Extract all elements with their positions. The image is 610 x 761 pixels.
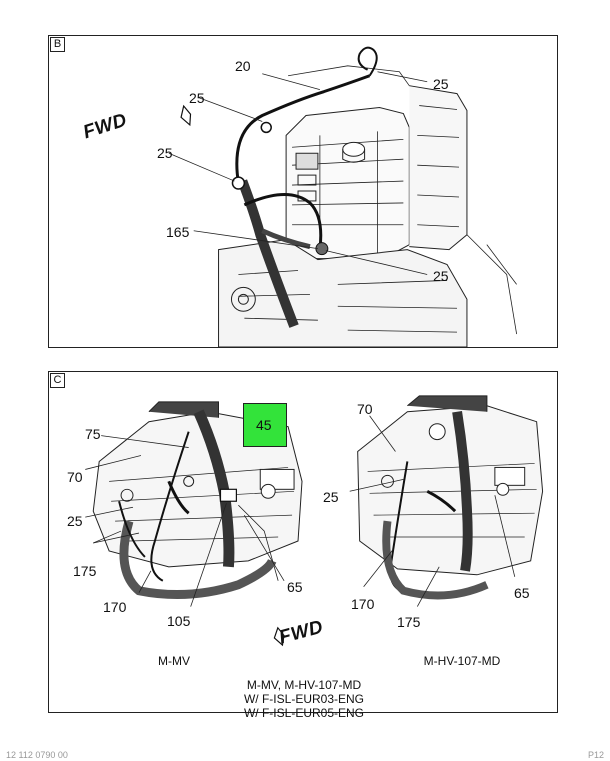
- view-c-letter: C: [50, 373, 65, 388]
- callout-25-right: 25: [323, 489, 339, 505]
- callout-70-right: 70: [357, 401, 373, 417]
- engine-body-b: [218, 65, 518, 347]
- callout-25-lower-right: 25: [433, 268, 449, 284]
- harness-c-right: [382, 410, 489, 600]
- view-b-letter: B: [50, 37, 65, 52]
- callout-25-middle: 25: [157, 145, 173, 161]
- callout-170-right: 170: [351, 596, 375, 612]
- callout-175-right: 175: [397, 614, 421, 630]
- callout-25-upper: 25: [189, 90, 205, 106]
- callout-105: 105: [167, 613, 191, 629]
- callout-25-top-right: 25: [433, 76, 449, 92]
- callout-75: 75: [85, 426, 101, 442]
- footer-document-number: 12 112 0790 00: [6, 750, 68, 760]
- caption-m-hv-107-md: M-HV-107-MD: [423, 654, 501, 668]
- applicability-line-3: W/ F-ISL-EUR05-ENG: [243, 706, 364, 720]
- view-b-panel: B: [48, 35, 558, 348]
- applicability-line-2: W/ F-ISL-EUR03-ENG: [243, 692, 364, 706]
- callout-65-right: 65: [514, 585, 530, 601]
- harness-b: [231, 46, 378, 328]
- leader-lines-b: [168, 71, 428, 275]
- callout-70-left: 70: [67, 469, 83, 485]
- engine-harness-illustration-c: [85, 395, 544, 647]
- callout-165: 165: [166, 224, 190, 240]
- fwd-arrow-b: [180, 104, 192, 127]
- callout-25-left: 25: [67, 513, 83, 529]
- callout-175-left: 175: [73, 563, 97, 579]
- leader-lines-c-right: [349, 415, 516, 607]
- callout-45: 45: [256, 417, 272, 433]
- view-c-panel: C: [48, 371, 558, 720]
- caption-m-mv: M-MV: [158, 654, 190, 668]
- fwd-arrow-c: [273, 626, 285, 647]
- callout-65-left: 65: [287, 579, 303, 595]
- leader-lines-c-left: [85, 435, 285, 607]
- callout-20: 20: [235, 58, 251, 74]
- engine-body-c-right: [357, 395, 544, 576]
- applicability-line-1: M-MV, M-HV-107-MD: [246, 678, 362, 692]
- callout-170-left: 170: [103, 599, 127, 615]
- engine-harness-illustration-b: [168, 46, 518, 347]
- callout-45-highlight: [243, 403, 287, 447]
- footer-page-number: P12: [587, 750, 604, 760]
